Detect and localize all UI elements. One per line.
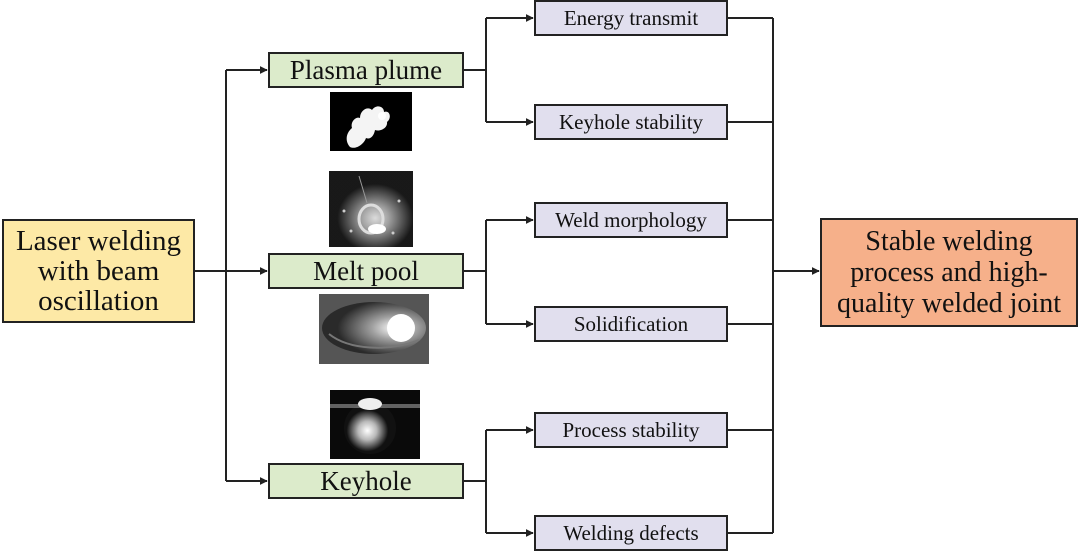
- phenomenon-label: Plasma plume: [289, 54, 443, 85]
- input-line: with beam: [37, 255, 160, 287]
- output-line: Stable welding: [865, 226, 1033, 257]
- effect-label: Energy transmit: [563, 5, 699, 30]
- effect-label: Process stability: [562, 417, 700, 442]
- phenomenon-box-keyhole: Keyhole: [268, 463, 464, 499]
- effect-label: Solidification: [573, 311, 689, 336]
- effect-box-energy-transmit: Energy transmit: [534, 0, 728, 36]
- phenomenon-box-melt-pool: Melt pool: [268, 253, 464, 289]
- effect-label: Welding defects: [563, 520, 699, 545]
- effect-box-keyhole-stability: Keyhole stability: [534, 104, 728, 140]
- phenomenon-label: Melt pool: [313, 255, 419, 286]
- input-line: oscillation: [38, 285, 159, 317]
- effect-box-welding-defects: Welding defects: [534, 515, 728, 551]
- input-box-laser-welding: Laser welding with beam oscillation: [2, 219, 195, 323]
- plasma-plume-photo: [330, 92, 412, 151]
- output-line: quality welded joint: [837, 288, 1061, 319]
- melt-pool-top-photo: [329, 171, 413, 247]
- effect-box-process-stability: Process stability: [534, 412, 728, 448]
- phenomenon-label: Keyhole: [320, 465, 412, 496]
- effect-box-weld-morphology: Weld morphology: [534, 202, 728, 238]
- effect-box-solidification: Solidification: [534, 306, 728, 342]
- phenomenon-box-plasma-plume: Plasma plume: [268, 52, 464, 88]
- output-line: process and high-: [850, 257, 1048, 288]
- effect-label: Weld morphology: [555, 207, 707, 232]
- effect-label: Keyhole stability: [558, 109, 704, 134]
- output-box-stable-welding: Stable welding process and high- quality…: [820, 218, 1078, 327]
- keyhole-photo: [330, 390, 420, 459]
- melt-pool-side-photo: [319, 294, 429, 364]
- input-line: Laser welding: [15, 225, 182, 257]
